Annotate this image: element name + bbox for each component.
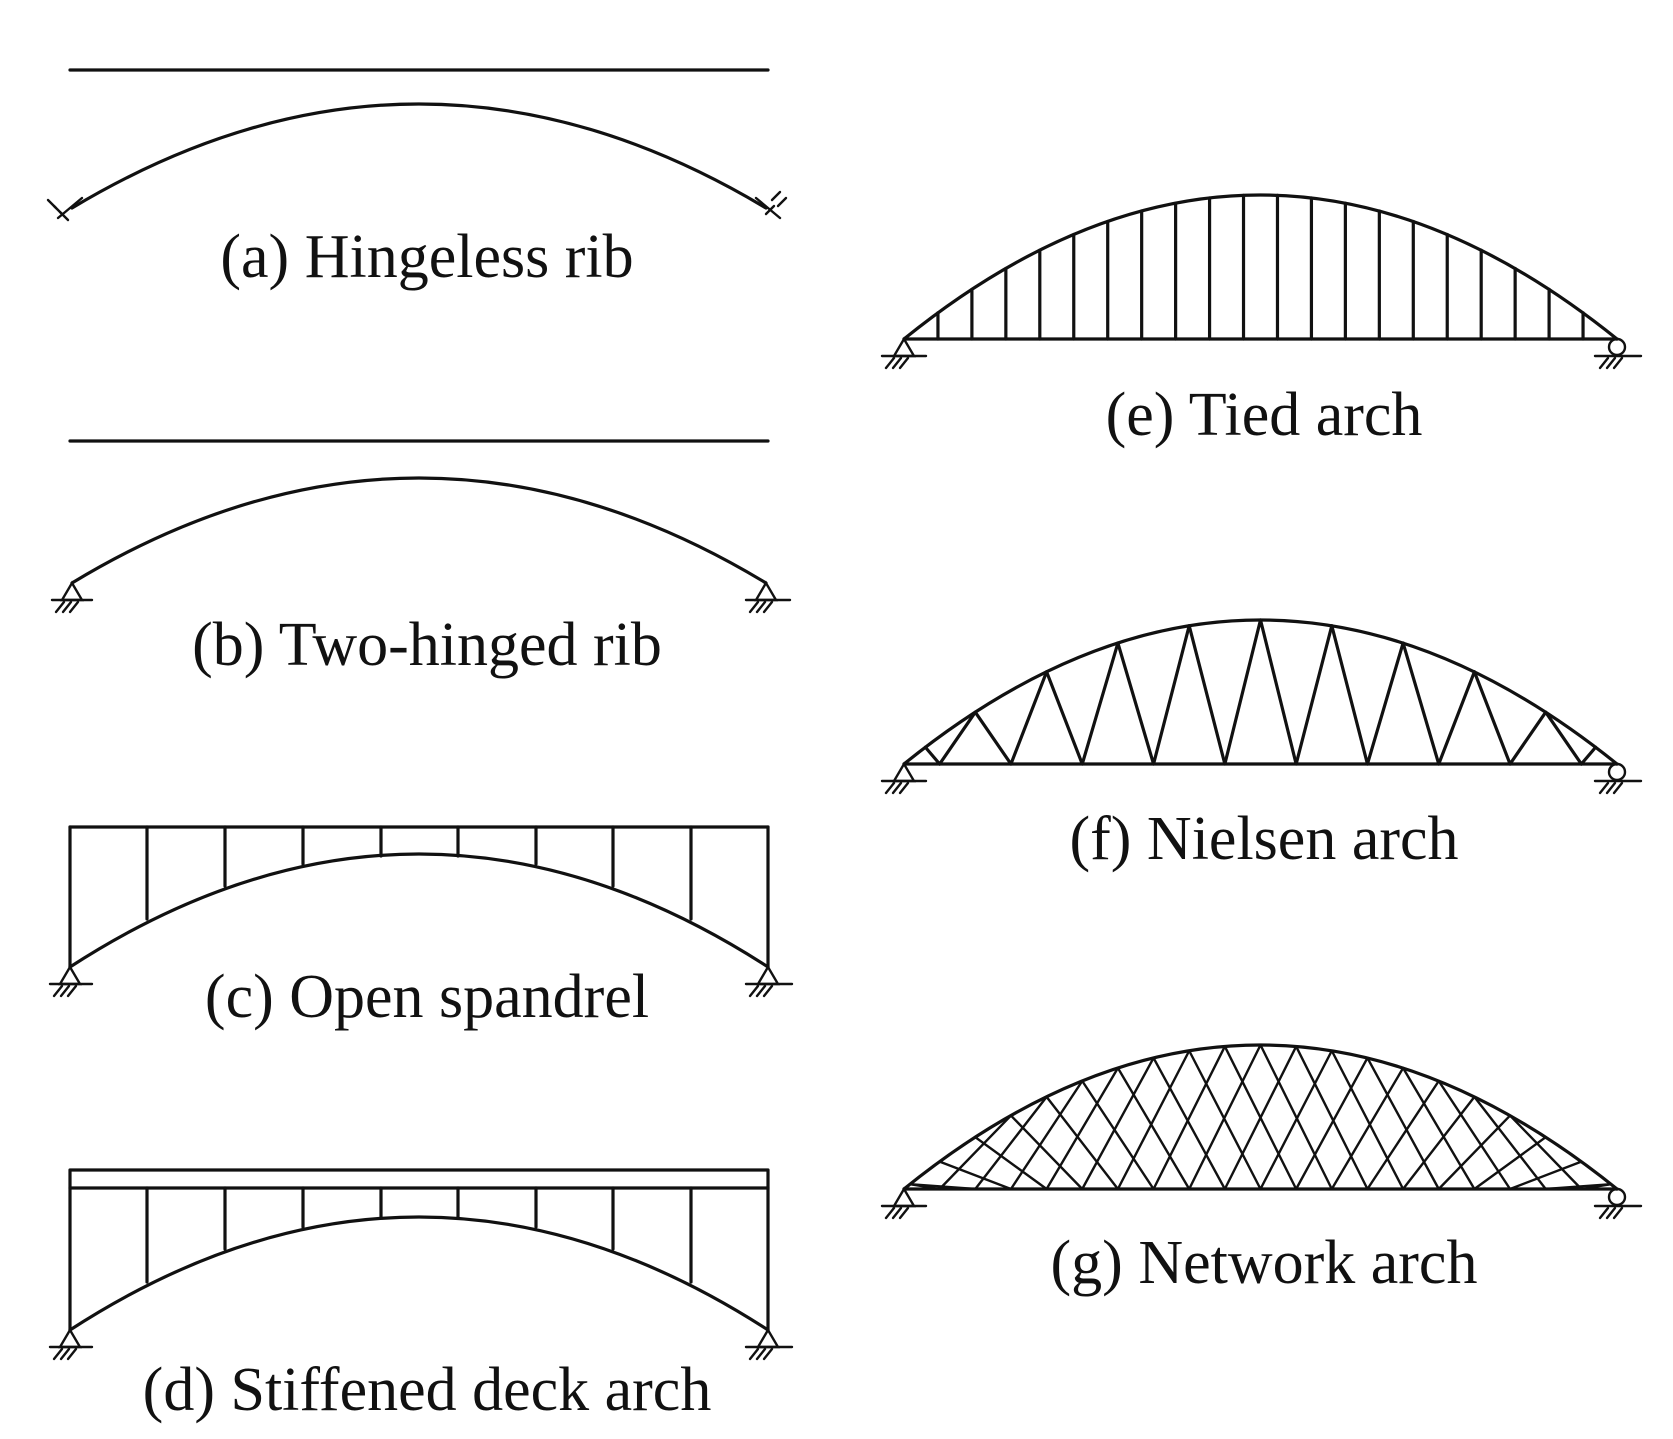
network-hanger (1330, 1049, 1405, 1191)
network-hanger (1223, 1045, 1298, 1191)
network-hanger (1045, 1095, 1120, 1191)
inclined-hanger (1009, 670, 1049, 766)
caption-c: (c) Open spandrel (205, 963, 649, 1031)
hinge-support-right-icon (744, 964, 794, 998)
network-hanger (908, 1182, 977, 1191)
caption-g: (g) Network arch (1051, 1229, 1478, 1297)
hinge-support-left-icon (880, 336, 928, 370)
fixed-support-left-icon (46, 196, 84, 222)
network-hanger (1187, 1049, 1262, 1191)
roller-support-right-icon (1593, 337, 1643, 370)
inclined-hanger (1544, 710, 1583, 766)
network-hanger (1259, 1043, 1334, 1191)
stiffening-girder (68, 1168, 770, 1190)
inclined-hanger (1151, 624, 1191, 766)
arch-rib (70, 476, 768, 585)
network-hanger (1259, 1049, 1334, 1191)
network-hanger (1437, 1079, 1512, 1191)
inclined-hangers (923, 618, 1598, 766)
fixed-support-right-icon (754, 190, 788, 220)
arch-rib (902, 193, 1619, 341)
inclined-hanger (1437, 670, 1477, 766)
hinge-support-left-icon (880, 1186, 928, 1220)
panel-a-hingeless-rib: (a) Hingeless rib (46, 68, 788, 291)
network-hanger (1152, 1045, 1227, 1191)
network-hanger (1187, 1043, 1262, 1191)
panel-c-open-spandrel: (c) Open spandrel (48, 825, 794, 1031)
network-hanger (938, 1114, 1013, 1191)
spandrel-columns (145, 825, 693, 921)
hinge-support-right-icon (744, 1327, 794, 1361)
inclined-hanger (1223, 618, 1263, 766)
hinge-support-left-icon (880, 761, 928, 795)
network-hanger (1294, 1045, 1369, 1191)
panel-b-two-hinged-rib: (b) Two-hinged rib (50, 439, 792, 679)
network-hanger (974, 1095, 1048, 1191)
hinge-support-left-icon (48, 964, 94, 998)
inclined-hanger (1365, 641, 1405, 766)
network-hanger (1045, 1066, 1120, 1191)
arch-rib (70, 102, 768, 210)
arch-rib (68, 852, 770, 969)
hinge-support-left-icon (50, 580, 94, 614)
inclined-hanger (1258, 618, 1298, 766)
caption-a: (a) Hingeless rib (220, 223, 633, 291)
network-hanger (1366, 1079, 1440, 1191)
network-hanger (1294, 1056, 1369, 1191)
inclined-hanger (938, 710, 977, 766)
network-hanger (1473, 1095, 1547, 1191)
arch-rib (902, 618, 1619, 766)
network-hanger (1437, 1114, 1512, 1191)
inclined-hanger (1080, 641, 1120, 766)
caption-e: (e) Tied arch (1106, 381, 1423, 449)
network-hanger (1508, 1114, 1583, 1191)
network-hanger (1330, 1066, 1405, 1191)
network-hanger (1152, 1056, 1227, 1191)
inclined-hanger (1401, 641, 1441, 766)
hinge-support-right-icon (744, 580, 792, 614)
inclined-hanger (1330, 624, 1370, 766)
network-hanger (1401, 1095, 1476, 1191)
roller-support-right-icon (1593, 1187, 1643, 1220)
network-hanger (1401, 1066, 1476, 1191)
network-hanger (974, 1135, 1048, 1191)
caption-f: (f) Nielsen arch (1069, 805, 1458, 873)
network-hanger (1508, 1160, 1583, 1191)
network-hanger (1116, 1066, 1191, 1191)
panel-d-stiffened-deck-arch: (d) Stiffened deck arch (48, 1168, 794, 1424)
panel-g-network-arch: (g) Network arch (880, 1043, 1643, 1297)
network-hanger (1580, 1182, 1613, 1191)
inclined-hanger (1508, 710, 1548, 766)
inclined-hanger (973, 710, 1013, 766)
inclined-hanger (1187, 624, 1227, 766)
network-hanger (938, 1160, 1013, 1191)
network-hanger (1366, 1056, 1440, 1191)
inclined-hanger (1579, 745, 1598, 766)
inclined-hanger (1044, 670, 1084, 766)
inclined-hanger (1472, 670, 1512, 766)
vertical-hangers (936, 193, 1585, 341)
hinge-support-left-icon (48, 1327, 94, 1361)
inclined-hanger (1116, 641, 1156, 766)
panel-e-tied-arch: (e) Tied arch (880, 193, 1643, 449)
spandrel-columns (145, 1186, 693, 1284)
network-hangers (908, 1043, 1613, 1191)
arch-rib (68, 1215, 770, 1332)
caption-d: (d) Stiffened deck arch (143, 1356, 712, 1424)
network-hanger (1116, 1049, 1191, 1191)
inclined-hanger (1294, 624, 1334, 766)
network-hanger (1473, 1135, 1547, 1191)
network-hanger (1081, 1079, 1155, 1191)
inclined-hanger (923, 745, 942, 766)
network-hanger (1081, 1056, 1155, 1191)
roller-support-right-icon (1593, 762, 1643, 795)
network-hanger (1009, 1114, 1084, 1191)
caption-b: (b) Two-hinged rib (192, 611, 662, 679)
panel-f-nielsen-arch: (f) Nielsen arch (880, 618, 1643, 873)
